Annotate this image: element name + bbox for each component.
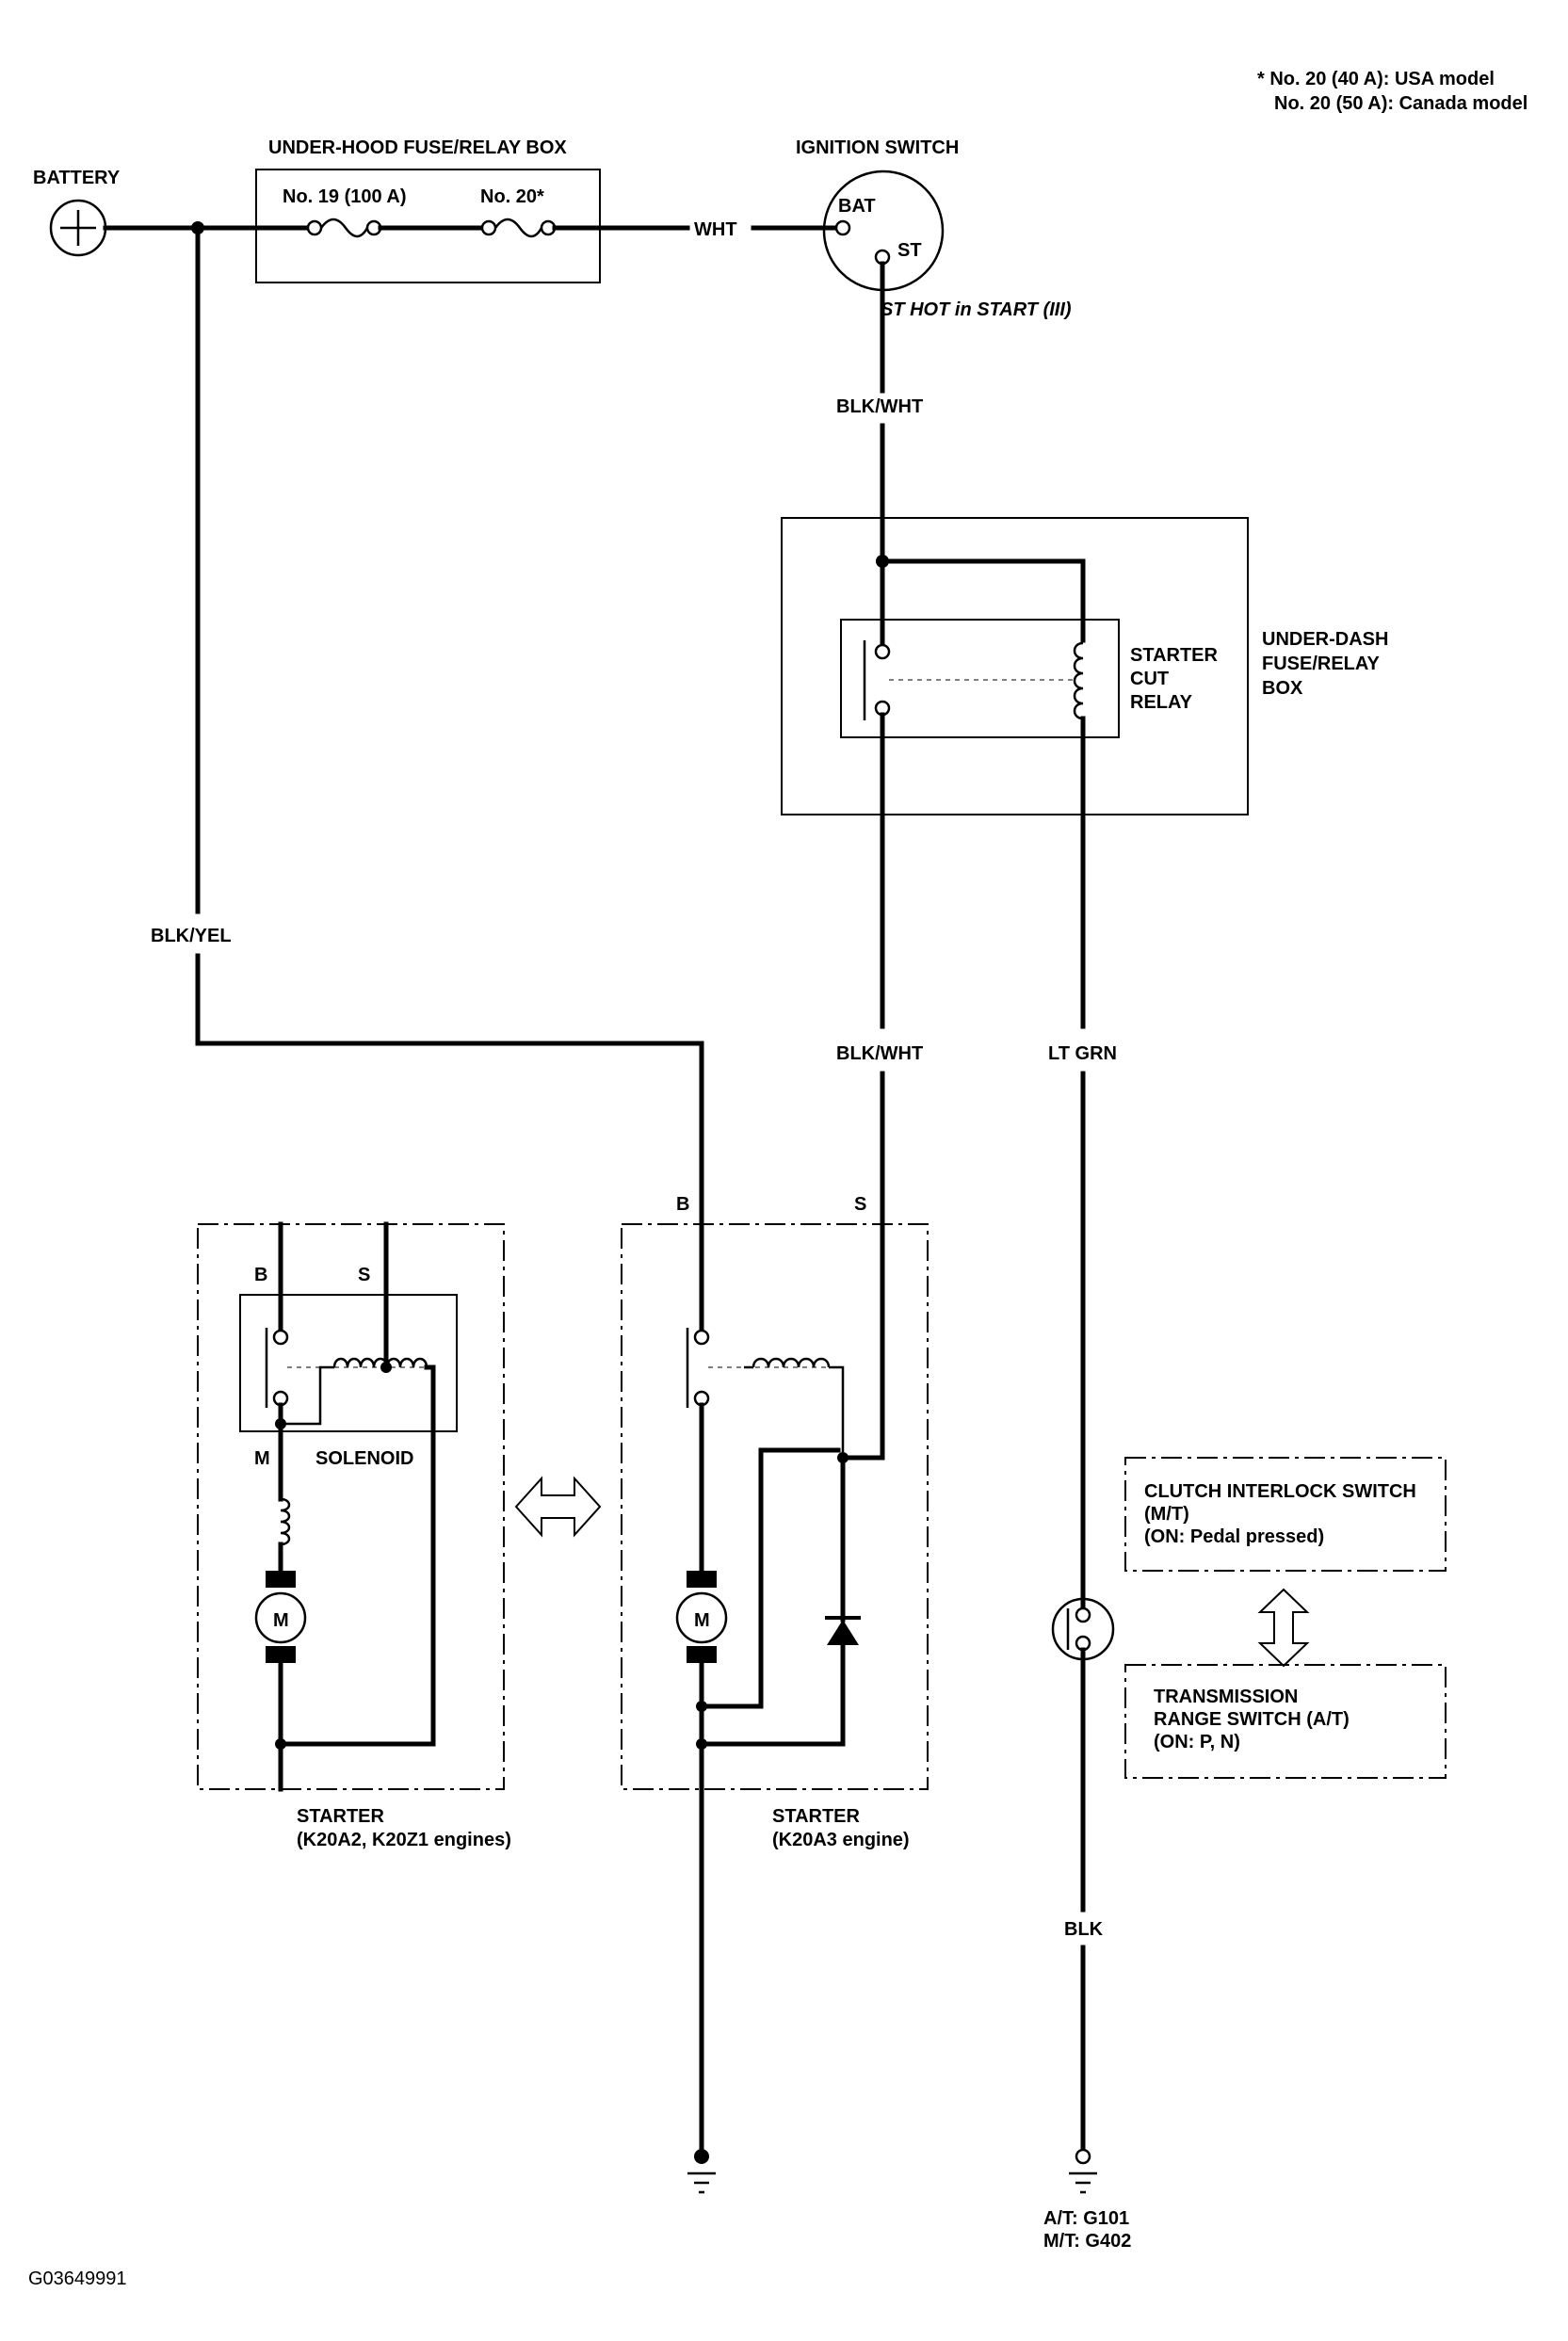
- starter-left-label-1: STARTER: [297, 1806, 385, 1827]
- wire-label-blk: BLK: [1064, 1919, 1104, 1940]
- underdash-label-1: UNDER-DASH: [1262, 629, 1388, 650]
- wire-label-blk-wht-upper: BLK/WHT: [836, 396, 923, 417]
- junction-dot-starter-right-ground: [696, 1738, 707, 1750]
- starter-left-motor-icon: [254, 1571, 307, 1663]
- clutch-switch-label-3: (ON: Pedal pressed): [1144, 1526, 1324, 1547]
- fuse-20-icon: [480, 218, 557, 238]
- starter-right-label-2: (K20A3 engine): [772, 1830, 910, 1850]
- fuse-note-usa: * No. 20 (40 A): USA model: [1257, 69, 1495, 89]
- starter-left-motor-label: M: [273, 1610, 289, 1631]
- ignition-bat-terminal: [834, 219, 851, 236]
- trans-switch-label-1: TRANSMISSION: [1154, 1687, 1298, 1707]
- relay-contact-icon: [863, 640, 891, 720]
- starter-left-coil-icon: [332, 1357, 428, 1368]
- st-hot-note: ST HOT in START (III): [881, 299, 1072, 320]
- underdash-label-2: FUSE/RELAY: [1262, 654, 1381, 674]
- battery-icon: [49, 199, 107, 257]
- wire-label-blk-yel: BLK/YEL: [151, 926, 232, 946]
- battery-label: BATTERY: [33, 168, 121, 188]
- starter-right-s-label: S: [854, 1194, 866, 1215]
- ignition-st-label: ST: [897, 240, 922, 261]
- starter-right-coil-icon: [752, 1357, 831, 1368]
- starter-right-box: [621, 1223, 929, 1790]
- fuse-note-canada: No. 20 (50 A): Canada model: [1274, 93, 1528, 114]
- starter-left-b-label: B: [254, 1265, 267, 1285]
- starter-left-label-2: (K20A2, K20Z1 engines): [297, 1830, 511, 1850]
- clutch-switch-label-1: CLUTCH INTERLOCK SWITCH: [1144, 1481, 1416, 1502]
- starter-cut-relay-label-3: RELAY: [1130, 692, 1193, 713]
- figure-id: G03649991: [28, 2268, 127, 2289]
- switch-alternative-arrow-icon: [1257, 1588, 1310, 1668]
- underdash-label-3: BOX: [1262, 678, 1303, 699]
- alternative-arrow-icon: [514, 1476, 602, 1538]
- ignition-switch-label: IGNITION SWITCH: [796, 137, 959, 158]
- trans-switch-label-3: (ON: P, N): [1154, 1732, 1240, 1752]
- ground-point-switch: [1075, 2148, 1091, 2165]
- ignition-bat-label: BAT: [838, 196, 876, 217]
- fuse-19-label: No. 19 (100 A): [283, 186, 407, 207]
- wire-label-lt-grn: LT GRN: [1048, 1043, 1117, 1064]
- clutch-switch-label-2: (M/T): [1144, 1504, 1189, 1525]
- diode-icon: [825, 1616, 861, 1645]
- ground-symbol-switch: [1069, 2171, 1097, 2194]
- fuse-20-label: No. 20*: [480, 186, 544, 207]
- ground-label-mt: M/T: G402: [1043, 2231, 1131, 2252]
- ground-symbol-starter: [687, 2171, 716, 2194]
- starter-right-motor-label: M: [694, 1610, 710, 1631]
- starter-left-solenoid-contact-icon: [265, 1328, 289, 1408]
- transmission-range-switch-box: [1124, 1664, 1447, 1779]
- starter-cut-relay-label-2: CUT: [1130, 669, 1169, 689]
- starter-cut-relay: [840, 619, 1120, 738]
- starter-left-box: [197, 1223, 505, 1790]
- starter-cut-relay-label-1: STARTER: [1130, 645, 1219, 666]
- trans-switch-label-2: RANGE SWITCH (A/T): [1154, 1709, 1350, 1730]
- wire-label-blk-wht-lower: BLK/WHT: [836, 1043, 923, 1064]
- starter-left-s-label: S: [358, 1265, 370, 1285]
- ground-point-starter: [694, 2149, 709, 2164]
- junction-dot-starter-left-s: [380, 1362, 392, 1373]
- starter-right-b-label: B: [676, 1194, 689, 1215]
- solenoid-box: [239, 1294, 458, 1432]
- wire-label-wht: WHT: [694, 219, 737, 240]
- underhood-fusebox-label: UNDER-HOOD FUSE/RELAY BOX: [268, 137, 567, 158]
- underdash-fusebox: [781, 517, 1249, 815]
- starter-right-label-1: STARTER: [772, 1806, 861, 1827]
- clutch-interlock-switch-box: [1124, 1457, 1447, 1572]
- solenoid-label: SOLENOID: [315, 1448, 413, 1469]
- relay-coil-icon: [1073, 641, 1084, 720]
- field-coil-icon: [280, 1497, 291, 1546]
- ground-label-at: A/T: G101: [1043, 2208, 1129, 2229]
- fuse-19-icon: [306, 218, 382, 238]
- starter-left-m-label: M: [254, 1448, 270, 1469]
- starter-right-solenoid-contact-icon: [686, 1328, 710, 1408]
- starter-right-motor-icon: [675, 1571, 728, 1663]
